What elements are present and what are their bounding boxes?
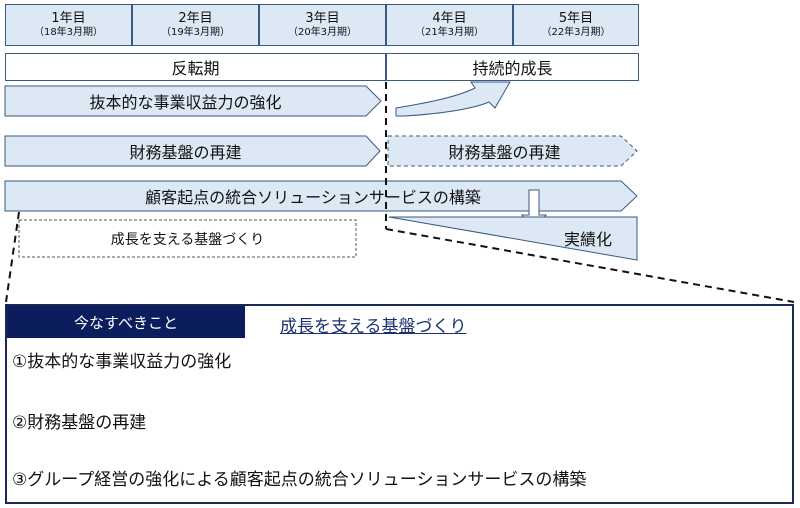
year-label: 1年目 <box>51 11 86 26</box>
realization-label: 実績化 <box>563 230 612 249</box>
year-period: （21年3月期） <box>414 27 485 38</box>
finance-arrow <box>4 135 381 167</box>
year-label: 2年目 <box>178 11 213 26</box>
foundation-label: 成長を支える基盤づくり <box>110 231 265 248</box>
customer-solution-arrow <box>4 180 638 212</box>
zoom-line-right <box>385 228 795 303</box>
year-period: （22年3月期） <box>541 27 611 38</box>
year-label: 3年目 <box>305 11 340 26</box>
action-plan-header: 今なすべきこと <box>7 306 245 338</box>
year-period: （19年3月期） <box>160 27 231 38</box>
year-column-5: 5年目 （22年3月期） <box>513 4 639 46</box>
action-item-2: ②財務基盤の再建 <box>12 413 147 433</box>
profitability-arrow <box>4 85 382 117</box>
customer-solution-label: 顧客起点の統合ソリューションサービスの構築 <box>145 188 481 207</box>
finance-label: 財務基盤の再建 <box>129 143 242 162</box>
growth-curved-arrow <box>395 81 511 117</box>
realization-wedge <box>388 216 638 261</box>
year-period: （18年3月期） <box>33 27 104 38</box>
action-plan-title: 成長を支える基盤づくり <box>280 317 467 337</box>
action-item-3: ③グループ経営の強化による顧客起点の統合ソリューションサービスの構築 <box>12 470 587 490</box>
year-column-4: 4年目 （21年3月期） <box>386 4 513 46</box>
finance-continued-label: 財務基盤の再建 <box>448 143 561 162</box>
year-column-3: 3年目 （20年3月期） <box>259 4 386 46</box>
foundation-dashed-box <box>18 219 357 258</box>
finance-continued-arrow <box>387 135 638 167</box>
phase-reversal: 反転期 <box>5 53 386 81</box>
action-item-1: ①抜本的な事業収益力の強化 <box>12 352 232 372</box>
year-label: 5年目 <box>558 11 594 26</box>
phase-sustained-growth: 持続的成長 <box>386 53 639 81</box>
zoom-line-left <box>5 211 20 303</box>
year-label: 4年目 <box>432 11 467 26</box>
year-period: （20年3月期） <box>287 27 358 38</box>
profitability-label: 抜本的な事業収益力の強化 <box>89 93 282 112</box>
year-column-2: 2年目 （19年3月期） <box>132 4 259 46</box>
year-column-1: 1年目 （18年3月期） <box>5 4 132 46</box>
